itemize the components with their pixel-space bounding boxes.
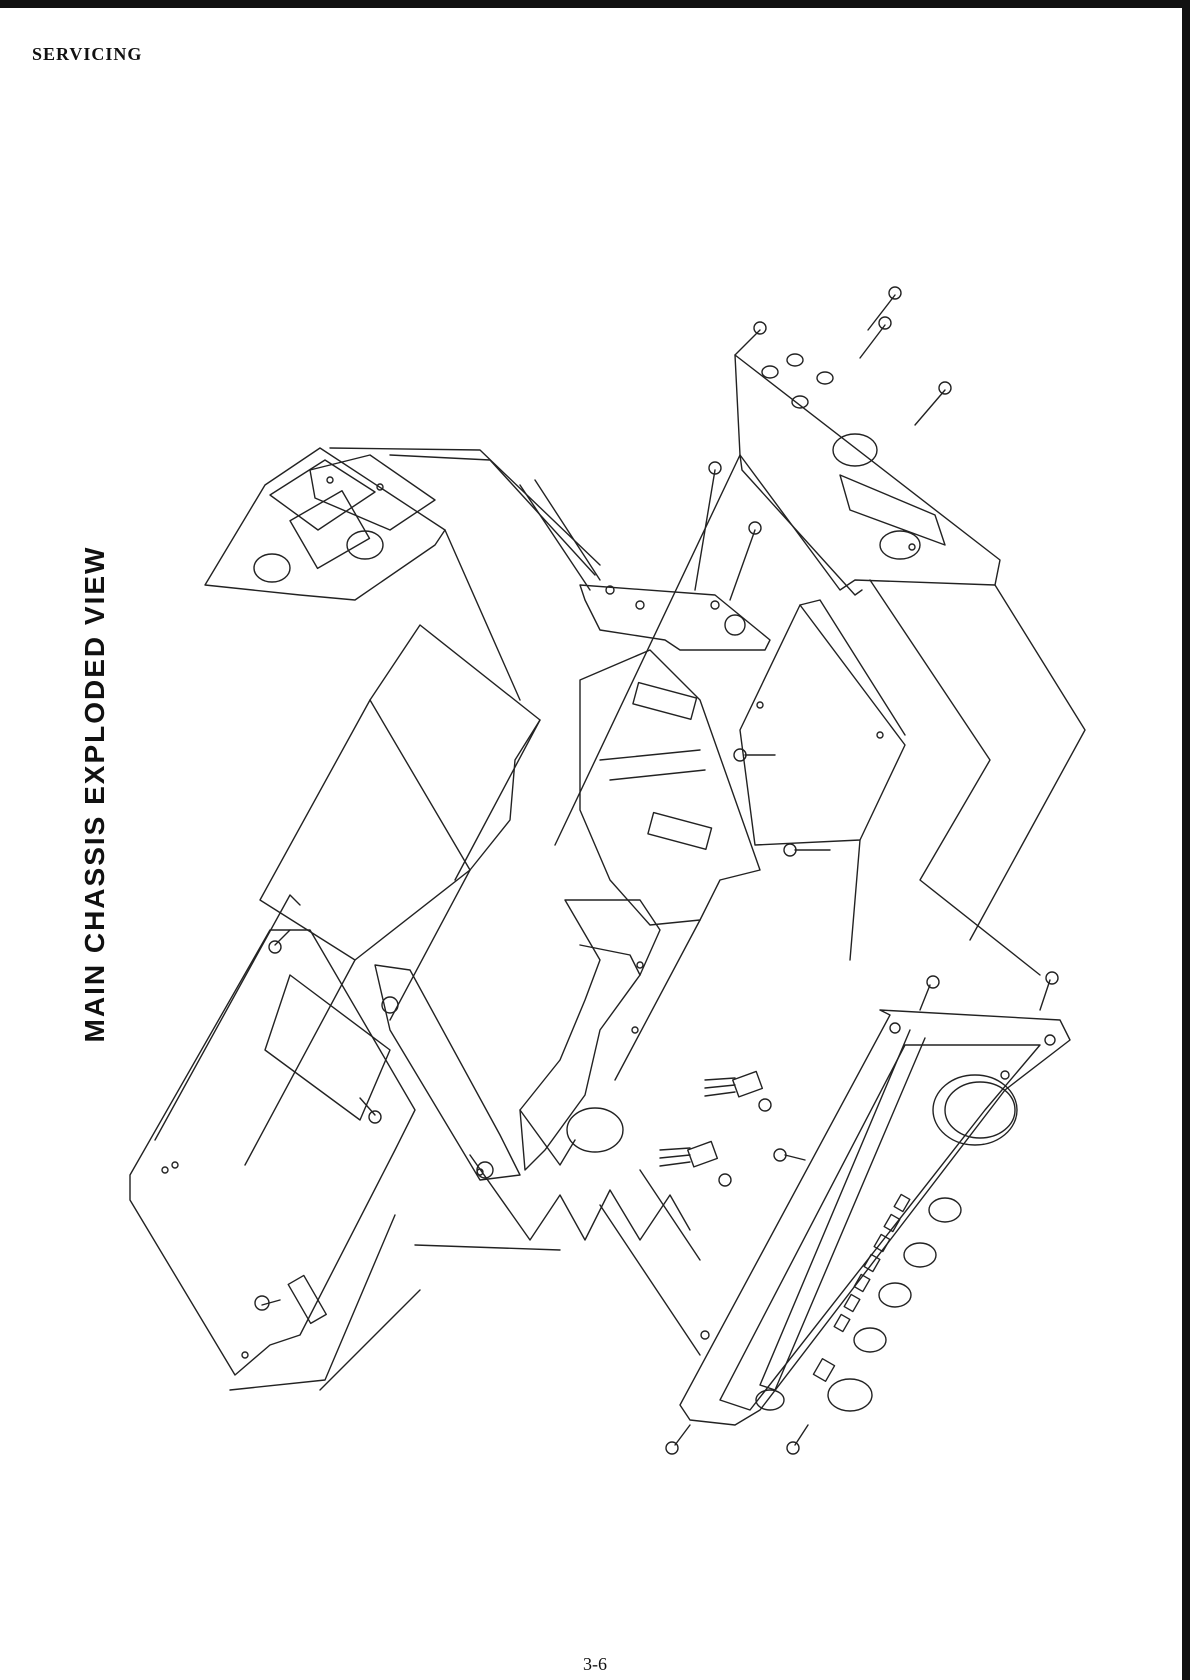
screw-icon xyxy=(1040,972,1058,1010)
screw-icon xyxy=(360,1098,381,1123)
rear-bracket xyxy=(520,480,770,650)
rear-panel xyxy=(735,354,1000,595)
transistor-icon xyxy=(660,1141,731,1186)
front-panel xyxy=(680,1010,1070,1425)
transistor-icon xyxy=(705,1071,771,1111)
screw-icon xyxy=(860,317,891,358)
screw-icon xyxy=(695,462,721,590)
screw-icon xyxy=(787,1425,808,1454)
screw-icon xyxy=(666,1425,690,1454)
screw-icon xyxy=(730,522,761,600)
screw-icon xyxy=(735,322,766,355)
screw-icon xyxy=(920,976,939,1010)
power-transformer xyxy=(205,448,445,600)
bottom-cover-plate xyxy=(130,895,415,1390)
screw-icon xyxy=(269,930,290,953)
screw-icon xyxy=(784,844,830,856)
screw-icon xyxy=(774,1149,805,1161)
main-chassis-frame xyxy=(260,625,760,960)
screw-icon xyxy=(255,1296,280,1310)
sub-chassis-plate xyxy=(740,600,905,845)
screw-icon xyxy=(868,287,901,330)
screw-icon xyxy=(915,382,951,425)
screw-icon xyxy=(734,749,775,761)
page-number: 3-6 xyxy=(545,1654,645,1675)
